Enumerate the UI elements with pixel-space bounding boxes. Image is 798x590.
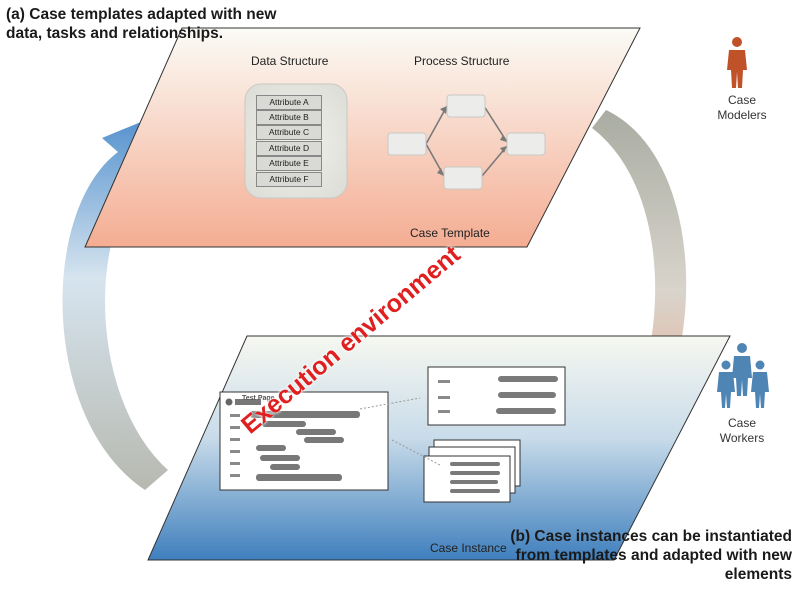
instance-form-window [219, 391, 421, 491]
case-modeler-figure [727, 37, 747, 88]
process-node-right [506, 132, 546, 156]
case-modelers-label: Case Modelers [717, 93, 767, 122]
left-cycle-arrow [62, 105, 182, 490]
case-workers-figures [717, 343, 769, 408]
case-instance-label: Case Instance [430, 541, 507, 555]
case-template-label: Case Template [410, 226, 490, 240]
data-structure-title: Data Structure [251, 54, 329, 68]
process-node-bottom [443, 166, 483, 190]
case-workers-label: Case Workers [719, 416, 765, 445]
case-template-plane [84, 27, 641, 248]
attribute-d: Attribute D [256, 141, 322, 156]
attribute-a: Attribute A [256, 95, 322, 110]
process-node-top [446, 94, 486, 118]
attribute-e: Attribute E [256, 156, 322, 171]
form-title: Test Page [242, 395, 275, 402]
caption-template-adaptation: (a) Case templates adapted with new data… [6, 6, 277, 42]
instance-detail-window [427, 366, 566, 426]
attribute-f: Attribute F [256, 172, 322, 187]
attribute-c: Attribute C [256, 125, 322, 140]
instance-stacked-windows [391, 439, 521, 503]
process-node-left [387, 132, 427, 156]
caption-instance-adaptation: (b) Case instances can be instantiated f… [510, 528, 792, 583]
process-structure-title: Process Structure [414, 54, 510, 68]
attribute-b: Attribute B [256, 110, 322, 125]
